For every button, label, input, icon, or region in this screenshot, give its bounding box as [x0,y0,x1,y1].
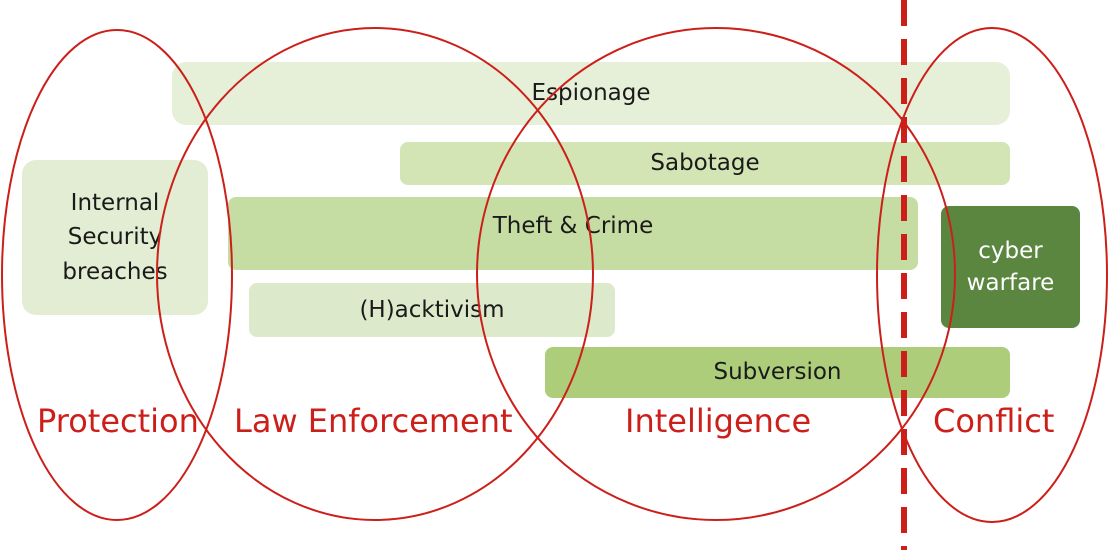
conflict-ellipse [876,27,1108,523]
sabotage-label: Sabotage [650,150,760,177]
espionage-box: Espionage [172,62,1010,125]
conflict-label: Conflict [933,402,1055,440]
internal-security-line: Internal [70,189,160,216]
subversion-label: Subversion [713,359,842,386]
law-enforcement-label: Law Enforcement [234,402,513,440]
espionage-label: Espionage [531,80,651,107]
theft-crime-label: Theft & Crime [492,213,654,239]
internal-security-line: breaches [62,258,168,285]
cyber-warfare-line: cyber [978,237,1043,264]
theft-crime-box: Theft & Crime [228,197,918,270]
internal-security-line: Security [67,224,163,251]
protection-ellipse [1,29,233,521]
intelligence-label: Intelligence [625,402,812,440]
subversion-box: Subversion [545,347,1010,398]
protection-label: Protection [37,402,199,440]
intelligence-ellipse [476,27,956,521]
hacktivism-box: (H)acktivism [249,283,615,337]
law-enforcement-ellipse [156,27,594,521]
cyber-warfare-line: warfare [966,270,1055,296]
internal-security-box: Internal Security breaches [22,160,208,315]
cyber-warfare-box: cyber warfare [941,206,1080,328]
